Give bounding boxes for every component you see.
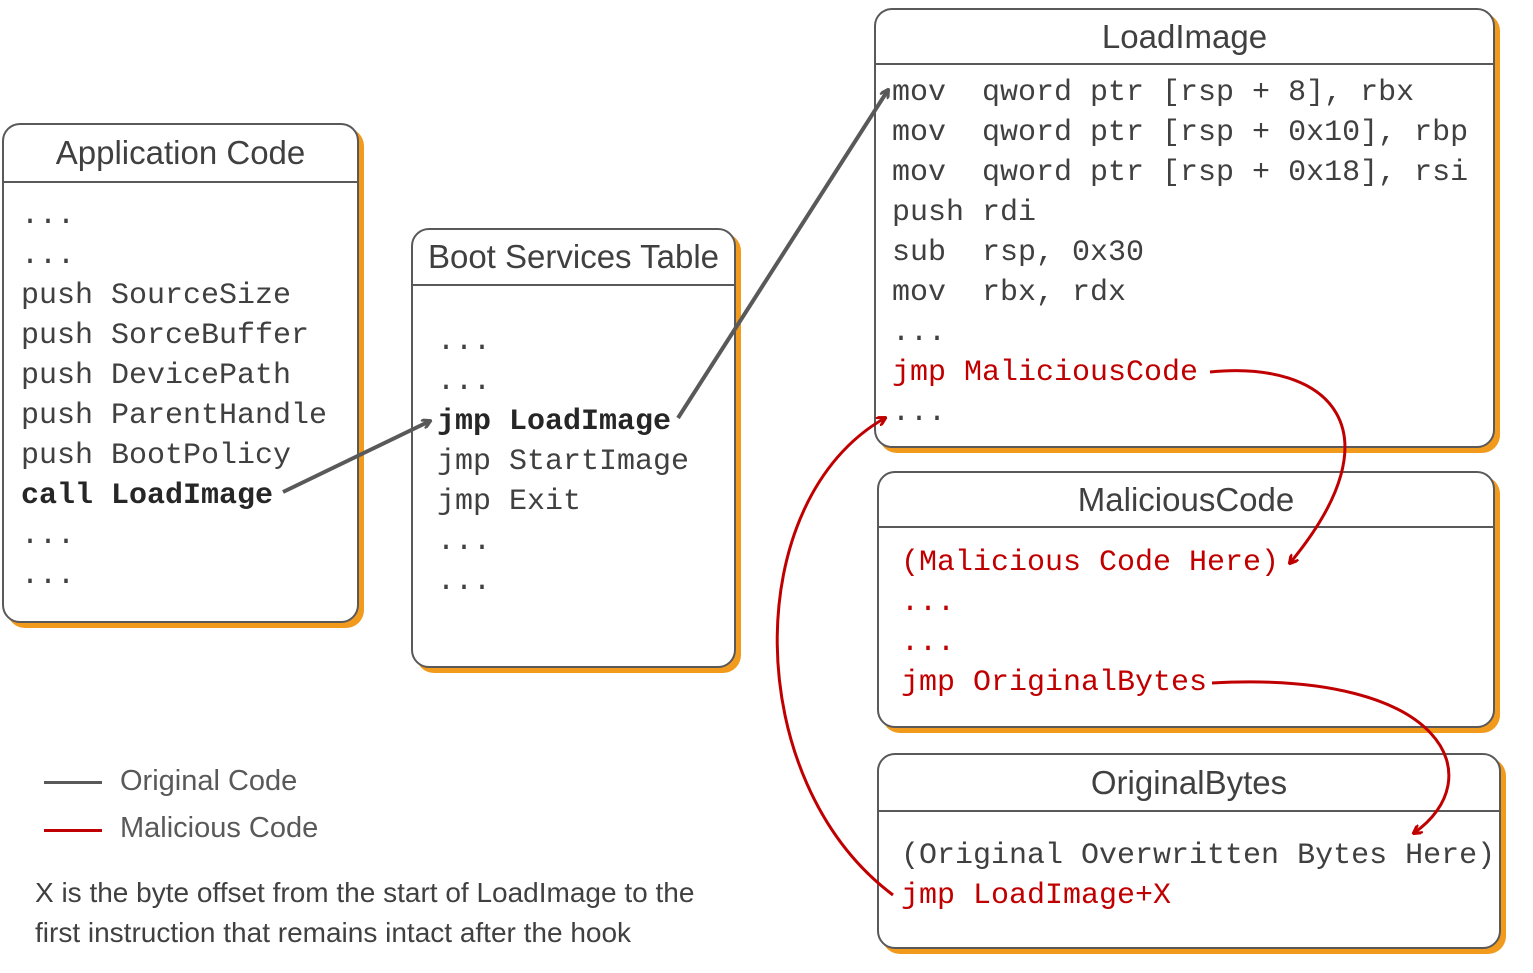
code-line: ... (437, 525, 492, 559)
originalbytes-title: OriginalBytes (879, 755, 1499, 812)
code-line: mov qword ptr [rsp + 0x10], rbp (892, 116, 1469, 150)
arrow-call-to-table (282, 421, 430, 494)
code-line: push SorceBuffer (21, 319, 310, 353)
maliciouscode-title: MaliciousCode (879, 473, 1493, 528)
boot-services-table-listing: ...... jmp LoadImage jmp StartImage jmp Exi… (437, 322, 689, 602)
arrow-hook-to-malicious (1209, 369, 1347, 563)
arrow-malicious-to-original (1211, 680, 1451, 833)
code-line: ... (21, 559, 76, 593)
offset-note: X is the byte offset from the start of L… (35, 873, 694, 953)
code-line: push DevicePath (21, 359, 292, 393)
jmp-originalbytes-line: jmp OriginalBytes (901, 666, 1208, 700)
code-line: ... (901, 586, 956, 620)
boot-services-table-title: Boot Services Table (413, 230, 734, 286)
loadimage-title: LoadImage (876, 10, 1493, 65)
boot-services-table-box: Boot Services Table (411, 228, 736, 668)
offset-note-line-1: X is the byte offset from the start of L… (35, 877, 695, 908)
code-line: ... (892, 396, 947, 430)
jmp-loadimage-plus-x-line: jmp LoadImage+X (901, 879, 1172, 913)
legend-original-swatch (44, 781, 102, 784)
maliciouscode-box: MaliciousCode (877, 471, 1495, 728)
legend-malicious-label: Malicious Code (120, 812, 319, 844)
code-line: ... (21, 239, 76, 273)
code-line: ... (892, 316, 947, 350)
code-line: mov qword ptr [rsp + 8], rbx (892, 76, 1415, 110)
application-code-title: Application Code (4, 125, 357, 183)
maliciouscode-listing: (Malicious Code Here)...... jmp OriginalB… (901, 543, 1279, 703)
arrow-table-to-loadimage (676, 90, 888, 420)
call-loadimage-line: call LoadImage (21, 479, 274, 513)
code-line: ... (21, 519, 76, 553)
jmp-loadimage-line: jmp LoadImage (437, 405, 672, 439)
loadimage-box: LoadImage (874, 8, 1495, 448)
code-line: ... (437, 365, 492, 399)
code-line: push ParentHandle (21, 399, 328, 433)
code-line: jmp Exit (437, 485, 582, 519)
code-line: push SourceSize (21, 279, 292, 313)
code-line: jmp StartImage (437, 445, 690, 479)
originalbytes-box: OriginalBytes (877, 753, 1501, 949)
code-line: ... (901, 626, 956, 660)
offset-note-line-2: first instruction that remains intact af… (35, 917, 632, 948)
code-line: ... (437, 565, 492, 599)
jmp-maliciouscode-line: jmp MaliciousCode (892, 356, 1199, 390)
arrow-original-to-loadimage-plus-x (775, 418, 894, 897)
loadimage-listing: mov qword ptr [rsp + 8], rbx mov qword pt… (892, 73, 1468, 433)
originalbytes-listing: (Original Overwritten Bytes Here) jmp Loa… (901, 836, 1495, 916)
code-line: mov qword ptr [rsp + 0x18], rsi (892, 156, 1469, 190)
code-line: mov rbx, rdx (892, 276, 1127, 310)
code-line: (Original Overwritten Bytes Here) (901, 839, 1496, 873)
application-code-box: Application Code (2, 123, 359, 623)
code-line: (Malicious Code Here) (901, 546, 1280, 580)
legend-original-label: Original Code (120, 765, 298, 797)
application-code-listing: ...... push SourceSize push SorceBuffer pus… (21, 196, 327, 596)
legend-malicious-swatch (44, 829, 102, 832)
code-line: ... (21, 199, 76, 233)
code-line: push rdi (892, 196, 1037, 230)
code-line: ... (437, 325, 492, 359)
code-line: push BootPolicy (21, 439, 292, 473)
code-line: sub rsp, 0x30 (892, 236, 1145, 270)
